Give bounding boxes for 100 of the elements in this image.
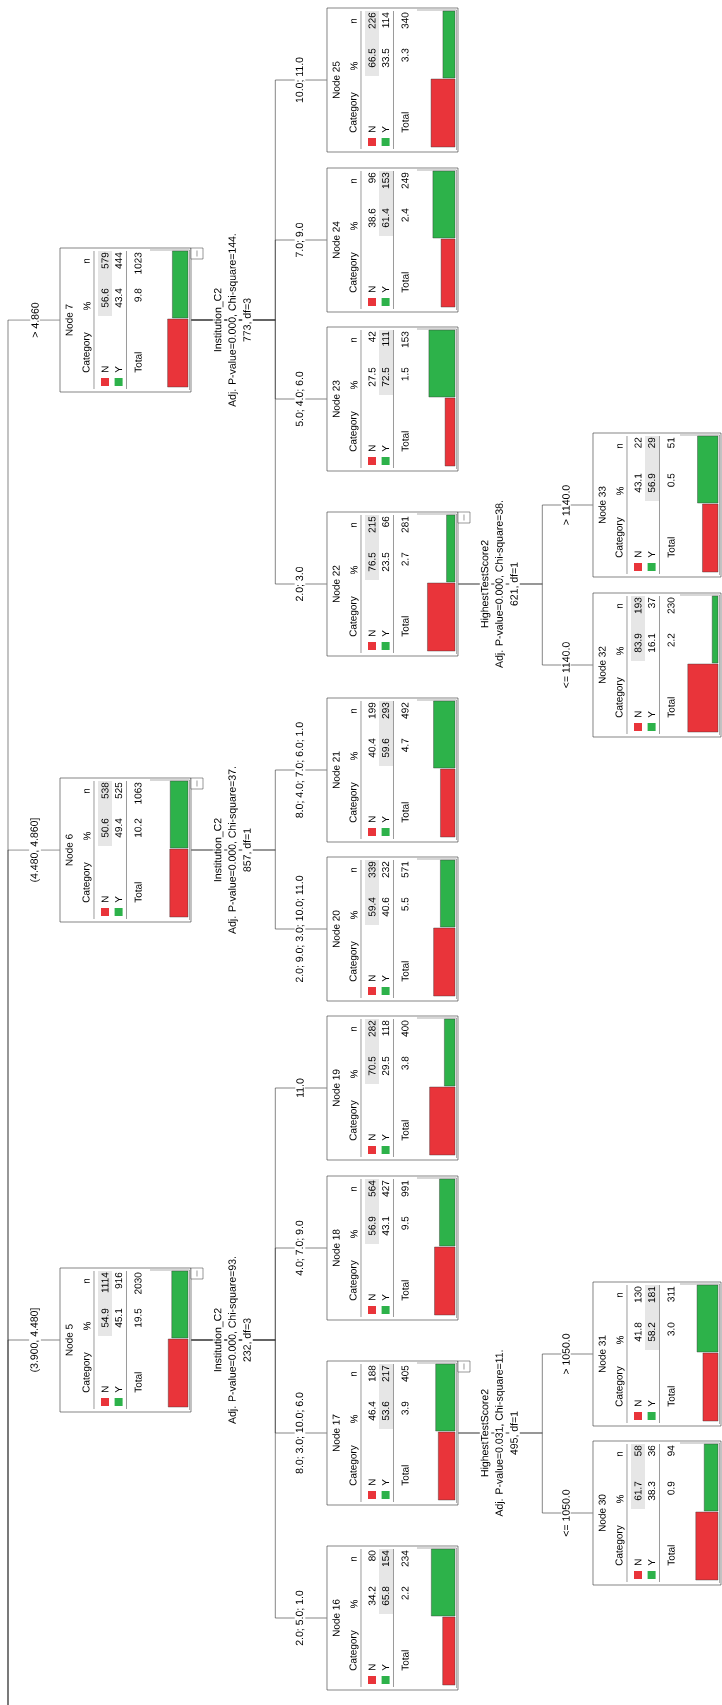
column-header: n <box>351 337 357 343</box>
percent-value: 3.0 <box>667 1322 675 1336</box>
column-header: n <box>351 1026 357 1032</box>
column-header: % <box>83 831 91 841</box>
count-value: 80 <box>368 1550 376 1561</box>
split-label: Institution_C2 <box>212 1307 225 1373</box>
percent-value: 1.5 <box>401 367 409 381</box>
category-label: N <box>368 1134 376 1140</box>
count-value: 226 <box>368 12 376 29</box>
column-header: Category <box>615 1525 625 1566</box>
count-value: 130 <box>634 1286 642 1303</box>
category-label: N <box>368 1294 376 1300</box>
category-label: Y <box>382 1294 390 1301</box>
column-header: % <box>350 565 358 575</box>
edge-label: 2.0; 3.0 <box>294 565 306 603</box>
category-label: Y <box>115 896 123 903</box>
connector-line <box>7 1339 60 1705</box>
column-header: % <box>350 751 358 761</box>
count-value: 42 <box>368 331 376 343</box>
category-label: Y <box>382 975 390 982</box>
node-title: Node 19 <box>332 1069 340 1107</box>
count-value: 281 <box>401 516 409 533</box>
column-header: n <box>617 603 623 609</box>
count-value: 215 <box>368 516 376 533</box>
percent-value: 59.4 <box>368 897 376 917</box>
count-value: 427 <box>382 1180 390 1197</box>
count-value: 118 <box>382 1020 390 1036</box>
node-title: Node 33 <box>598 486 606 524</box>
category-label: N <box>101 366 109 372</box>
column-header: Category <box>349 252 359 293</box>
column-header: n <box>351 1186 357 1192</box>
percent-value: 66.5 <box>368 48 376 68</box>
edge-label: 5.0; 4.0; 6.0 <box>294 370 306 428</box>
percent-value: 33.5 <box>382 48 390 68</box>
node-title: Node 30 <box>598 1494 606 1532</box>
count-value: 234 <box>401 1550 409 1567</box>
percent-value: 38.3 <box>648 1481 656 1501</box>
percent-value: 9.8 <box>134 288 142 302</box>
node-title: Node 7 <box>65 304 73 336</box>
node-title: Node 21 <box>332 751 340 789</box>
percent-value: 45.1 <box>115 1308 123 1328</box>
percent-value: 43.4 <box>115 288 123 308</box>
count-value: 36 <box>648 1445 656 1456</box>
split-label: 857, df=1 <box>242 827 253 873</box>
column-header: % <box>350 1069 358 1079</box>
percent-value: 2.2 <box>401 1586 409 1600</box>
count-value: 232 <box>382 861 390 878</box>
percent-value: 40.4 <box>368 738 376 758</box>
percent-value: 41.8 <box>634 1322 642 1342</box>
percent-value: 56.9 <box>648 473 656 493</box>
total-label: Total <box>401 1465 409 1486</box>
percent-value: 54.9 <box>101 1308 109 1328</box>
column-header: Category <box>349 411 359 452</box>
edge-label: 7.0; 9.0 <box>294 221 306 259</box>
count-value: 22 <box>634 437 642 448</box>
percent-value: 29.5 <box>382 1056 390 1076</box>
percent-value: 53.6 <box>382 1401 390 1421</box>
column-header: Category <box>349 1630 359 1671</box>
percent-value: 65.8 <box>382 1586 390 1606</box>
count-value: 51 <box>667 437 675 448</box>
total-label: Total <box>401 1650 409 1671</box>
count-value: 1023 <box>134 252 142 274</box>
count-value: 58 <box>634 1445 642 1456</box>
node-title: Node 16 <box>332 1599 340 1637</box>
percent-value: 76.5 <box>368 552 376 572</box>
percent-value: 56.9 <box>368 1216 376 1236</box>
column-header: n <box>351 522 357 528</box>
category-label: Y <box>648 711 656 718</box>
column-header: % <box>350 61 358 71</box>
category-label: N <box>368 1664 376 1670</box>
edge-label: > 1140.0 <box>561 483 571 527</box>
column-header: Category <box>349 782 359 823</box>
column-header: n <box>84 258 90 264</box>
total-label: Total <box>401 616 409 637</box>
category-label: N <box>634 1400 642 1406</box>
percent-value: 46.4 <box>368 1401 376 1421</box>
count-value: 444 <box>115 252 123 269</box>
category-label: N <box>634 1559 642 1565</box>
total-label: Total <box>401 961 409 982</box>
edge-label: (4.480, 4.860] <box>29 816 41 884</box>
column-header: % <box>616 646 624 656</box>
percent-value: 0.5 <box>667 473 675 487</box>
count-value: 311 <box>667 1286 675 1302</box>
total-label: Total <box>667 697 675 718</box>
count-value: 96 <box>368 172 376 183</box>
percent-value: 3.9 <box>401 1401 409 1415</box>
column-header: n <box>617 1451 623 1457</box>
count-value: 405 <box>401 1365 409 1382</box>
category-label: N <box>368 445 376 451</box>
split-label: Adj. P-value=0.000, Chi-square=144. <box>227 232 239 408</box>
percent-value: 83.9 <box>634 633 642 653</box>
count-value: 293 <box>382 702 390 719</box>
total-label: Total <box>401 431 409 452</box>
node-title: Node 25 <box>332 61 340 99</box>
count-value: 181 <box>648 1286 656 1303</box>
split-label: Adj. P-value=0.031, Chi-square=11. <box>494 1348 506 1518</box>
category-label: Y <box>648 1559 656 1566</box>
column-header: % <box>616 1335 624 1345</box>
column-header: n <box>84 1278 90 1284</box>
category-label: N <box>368 126 376 132</box>
